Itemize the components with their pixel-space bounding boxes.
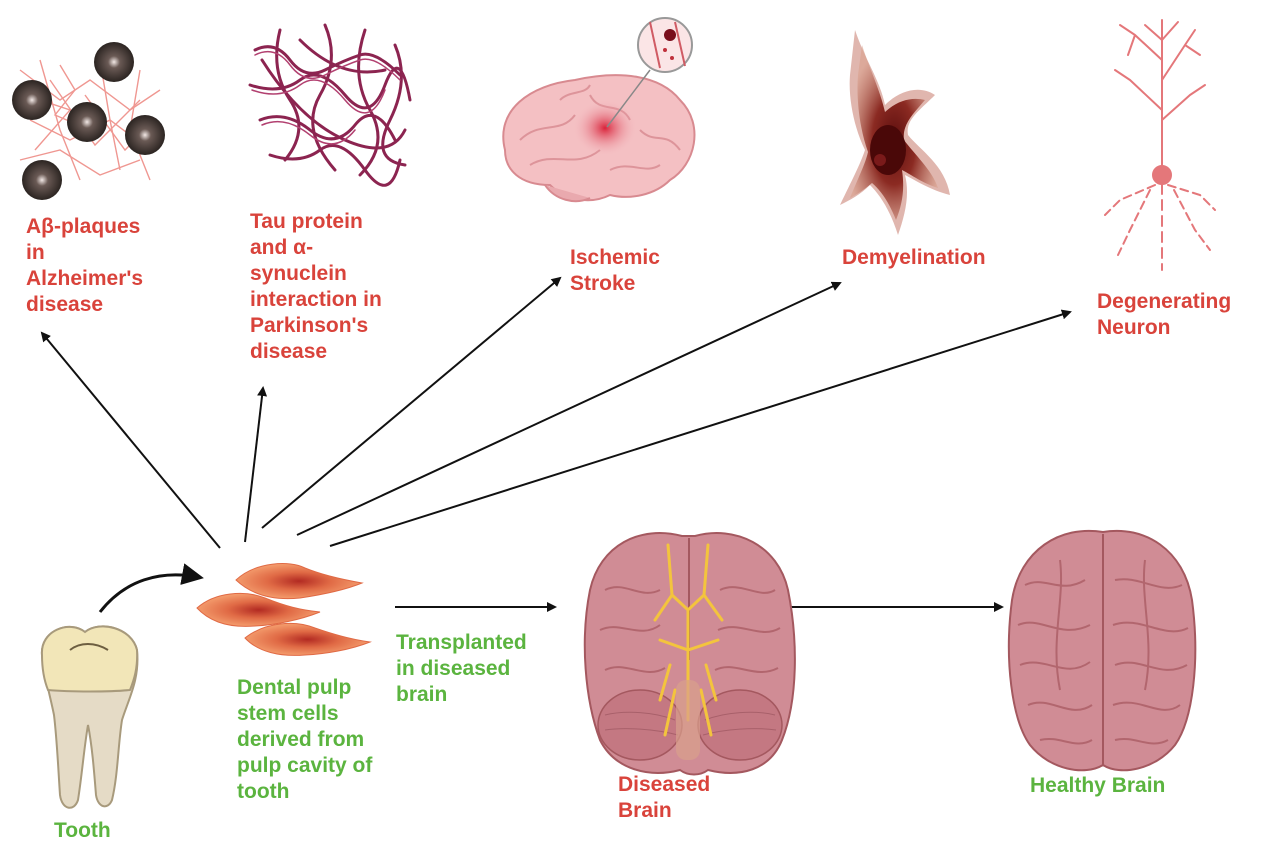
diseased-brain-icon — [585, 533, 795, 774]
arrow-to-parkinsons — [245, 388, 263, 542]
demyelinated-cell-icon — [840, 30, 950, 235]
label-alzheimers: Aβ-plaques in Alzheimer's disease — [26, 214, 143, 318]
protein-tangle-icon — [250, 25, 410, 185]
label-demyelination: Demyelination — [842, 245, 986, 271]
label-healthy-brain: Healthy Brain — [1030, 773, 1165, 799]
label-parkinsons: Tau protein and α- synuclein interaction… — [250, 209, 382, 365]
arrow-tooth-to-cells — [100, 575, 198, 612]
label-diseased-brain: Diseased Brain — [618, 772, 710, 824]
label-ischemic-stroke: Ischemic Stroke — [570, 245, 660, 297]
therapy-arrows — [42, 278, 1070, 607]
degenerating-neuron-icon — [1105, 20, 1215, 270]
amyloid-plaque-icon — [12, 42, 165, 200]
label-dental-pulp-stem-cells: Dental pulp stem cells derived from pulp… — [237, 675, 372, 805]
label-transplanted: Transplanted in diseased brain — [396, 630, 527, 708]
label-degenerating-neuron: Degenerating Neuron — [1097, 289, 1231, 341]
stem-cells-icon — [197, 564, 370, 656]
label-tooth: Tooth — [54, 818, 111, 844]
healthy-brain-icon — [1009, 531, 1195, 770]
tooth-icon — [42, 626, 138, 807]
stroke-brain-icon — [503, 18, 694, 201]
arrow-to-alzheimers — [42, 333, 220, 548]
